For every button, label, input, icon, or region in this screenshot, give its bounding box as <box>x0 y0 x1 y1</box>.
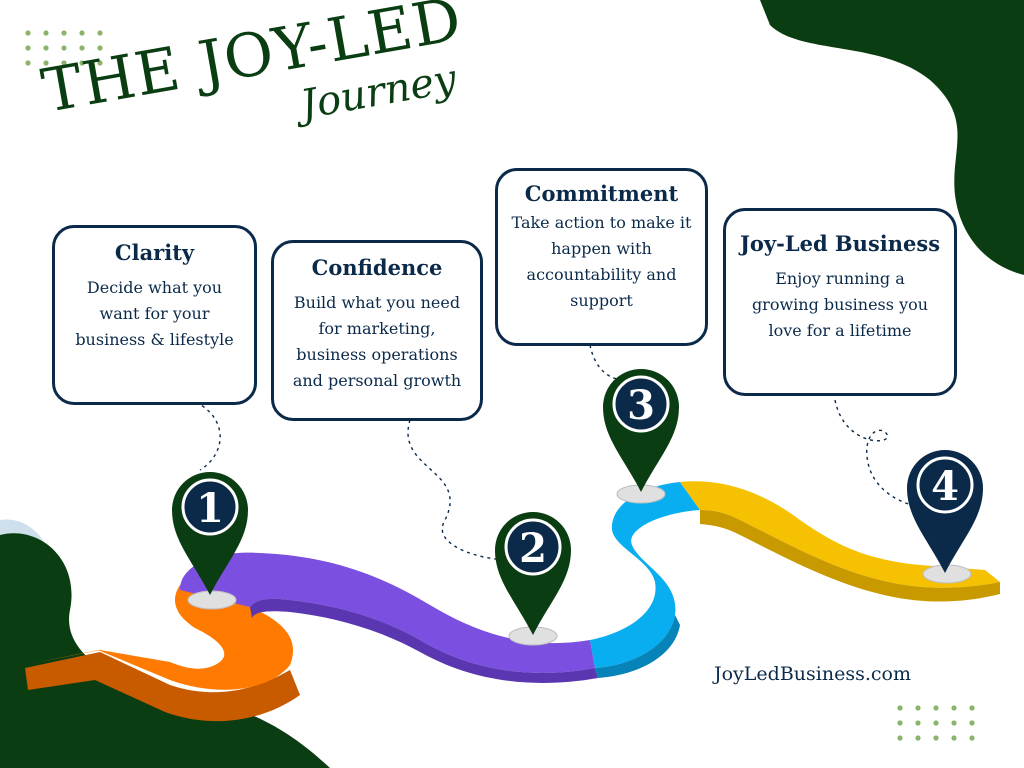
step-text-line: happen with <box>506 236 697 262</box>
pin-2: 2 <box>495 512 571 635</box>
step-text-line: support <box>506 288 697 314</box>
pin-4: 4 <box>907 450 983 573</box>
step-heading: Confidence <box>282 255 472 280</box>
step-heading: Joy-Led Business <box>734 231 946 256</box>
step-text-line: business & lifestyle <box>63 327 246 353</box>
step-text-line: Build what you need <box>282 290 472 316</box>
step-text-line: growing business you <box>734 292 946 318</box>
step-heading: Clarity <box>63 240 246 265</box>
pin-number-4: 4 <box>931 463 959 510</box>
pin-base-1 <box>188 591 236 609</box>
connector-1 <box>196 402 220 470</box>
step-card-joy-led-business: Joy-Led Business Enjoy running a growing… <box>723 208 957 396</box>
step-text-line: want for your <box>63 301 246 327</box>
pin-number-3: 3 <box>627 382 655 429</box>
dots-bottom-right <box>897 705 974 740</box>
step-heading: Commitment <box>506 181 697 206</box>
step-text-line: and personal growth <box>282 368 472 394</box>
step-text-line: business operations <box>282 342 472 368</box>
connector-2 <box>408 420 510 560</box>
pin-number-2: 2 <box>519 525 547 572</box>
step-text-line: Decide what you <box>63 275 246 301</box>
step-text-line: accountability and <box>506 262 697 288</box>
step-card-commitment: Commitment Take action to make it happen… <box>495 168 708 346</box>
road-segment-3 <box>590 482 700 678</box>
step-card-confidence: Confidence Build what you need for marke… <box>271 240 483 421</box>
connector-3 <box>590 345 625 380</box>
step-card-clarity: Clarity Decide what you want for your bu… <box>52 225 257 405</box>
step-text-line: love for a lifetime <box>734 318 946 344</box>
website-url: JoyLedBusiness.com <box>714 663 911 685</box>
step-text-line: for marketing, <box>282 316 472 342</box>
step-text-line: Take action to make it <box>506 210 697 236</box>
pin-3: 3 <box>603 369 679 492</box>
step-text-line: Enjoy running a <box>734 266 946 292</box>
pin-number-1: 1 <box>196 485 224 532</box>
